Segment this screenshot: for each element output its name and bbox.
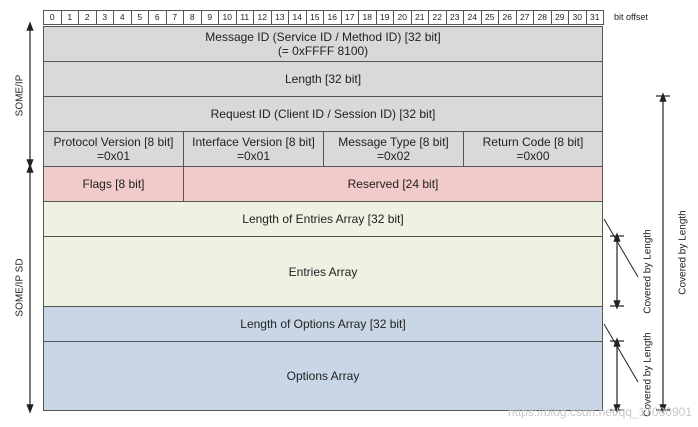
length-of-entries-label: Length of Entries Array [32 bit]	[242, 212, 404, 226]
length-label: Length [32 bit]	[284, 72, 362, 86]
bit-cell: 31	[585, 10, 604, 25]
bit-cell: 6	[148, 10, 167, 25]
options-array-field: Options Array	[43, 341, 603, 411]
entries-array-label: Entries Array	[288, 264, 358, 279]
request-id-field: Request ID (Client ID / Session ID) [32 …	[43, 96, 603, 132]
message-type-label: Message Type [8 bit]	[338, 135, 449, 149]
reserved-field: Reserved [24 bit]	[183, 166, 603, 202]
interface-version-value: =0x01	[236, 149, 271, 163]
protocol-version-label: Protocol Version [8 bit]	[53, 135, 174, 149]
request-id-label: Request ID (Client ID / Session ID) [32 …	[210, 107, 436, 121]
bit-cell: 14	[288, 10, 307, 25]
protocol-version-value: =0x01	[96, 149, 130, 163]
return-code-label: Return Code [8 bit]	[482, 135, 584, 149]
protocol-version-field: Protocol Version [8 bit] =0x01	[43, 131, 184, 167]
length-of-options-field: Length of Options Array [32 bit]	[43, 306, 603, 342]
return-code-field: Return Code [8 bit] =0x00	[463, 131, 603, 167]
message-id-label: Message ID (Service ID / Method ID) [32 …	[205, 30, 441, 44]
watermark: https://blog.csdn.net/qq_17080901	[507, 405, 692, 419]
covered-by-length-entries-label: Covered by Length	[642, 229, 654, 314]
return-code-value: =0x00	[516, 149, 550, 163]
options-array-label: Options Array	[286, 369, 360, 383]
bit-cell: 25	[480, 10, 499, 25]
message-type-value: =0x02	[376, 149, 410, 163]
flags-field: Flags [8 bit]	[43, 166, 184, 202]
flags-label: Flags [8 bit]	[82, 177, 145, 191]
bit-cell: 17	[340, 10, 359, 25]
someip-sd-side-label: SOME/IP SD	[14, 258, 26, 317]
covered-by-length-outer-label: Covered by Length	[677, 210, 689, 295]
bit-cell: 23	[445, 10, 464, 25]
bit-cell: 3	[95, 10, 114, 25]
interface-version-label: Interface Version [8 bit]	[192, 135, 315, 149]
someip-side-label: SOME/IP	[14, 74, 26, 117]
bit-cell: 24	[463, 10, 482, 25]
entries-array-field: Entries Array	[43, 236, 603, 307]
message-type-field: Message Type [8 bit] =0x02	[323, 131, 464, 167]
bit-offset-label: bit offset	[614, 12, 648, 22]
bit-cell: 18	[358, 10, 377, 25]
length-of-options-label: Length of Options Array [32 bit]	[240, 317, 406, 331]
message-id-value: (= 0xFFFF 8100)	[277, 44, 369, 58]
reserved-label: Reserved [24 bit]	[347, 177, 439, 191]
